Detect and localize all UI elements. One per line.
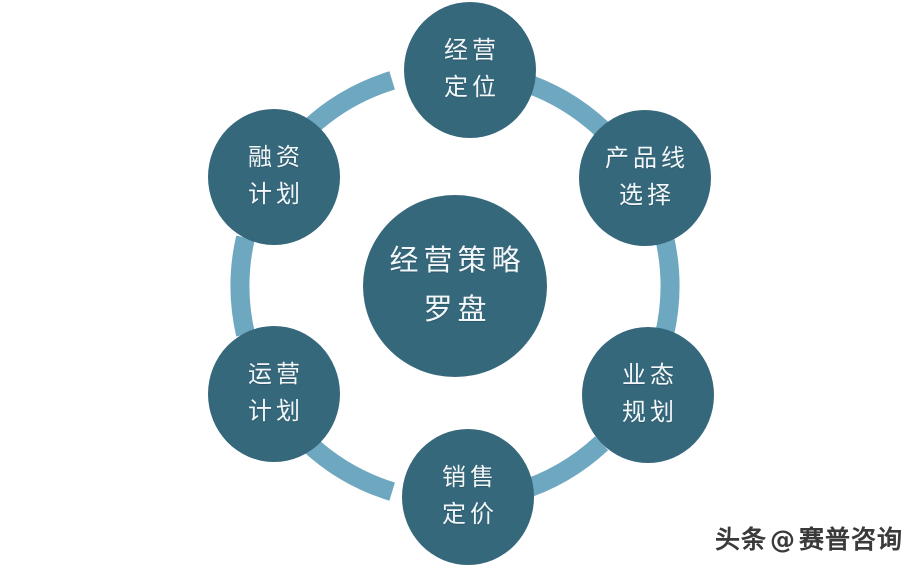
- center-node-business-strategy-compass[interactable]: [363, 195, 547, 377]
- satellite-node-business-positioning[interactable]: [404, 2, 536, 138]
- connector-arc: [230, 235, 255, 337]
- connector-arc: [655, 235, 680, 337]
- watermark: 头条@赛普咨询: [715, 520, 903, 556]
- satellite-node-business-format-planning[interactable]: [582, 327, 714, 463]
- connector-arc: [301, 436, 396, 501]
- watermark-at-symbol: @: [769, 525, 796, 554]
- satellite-node-sales-pricing[interactable]: [402, 429, 534, 565]
- satellite-node-operation-plan[interactable]: [208, 326, 340, 462]
- connector-arc: [301, 71, 396, 136]
- watermark-account: 赛普咨询: [798, 525, 903, 554]
- satellite-node-product-line-selection[interactable]: [579, 110, 711, 246]
- watermark-platform: 头条: [714, 525, 767, 554]
- satellite-node-financing-plan[interactable]: [208, 109, 340, 245]
